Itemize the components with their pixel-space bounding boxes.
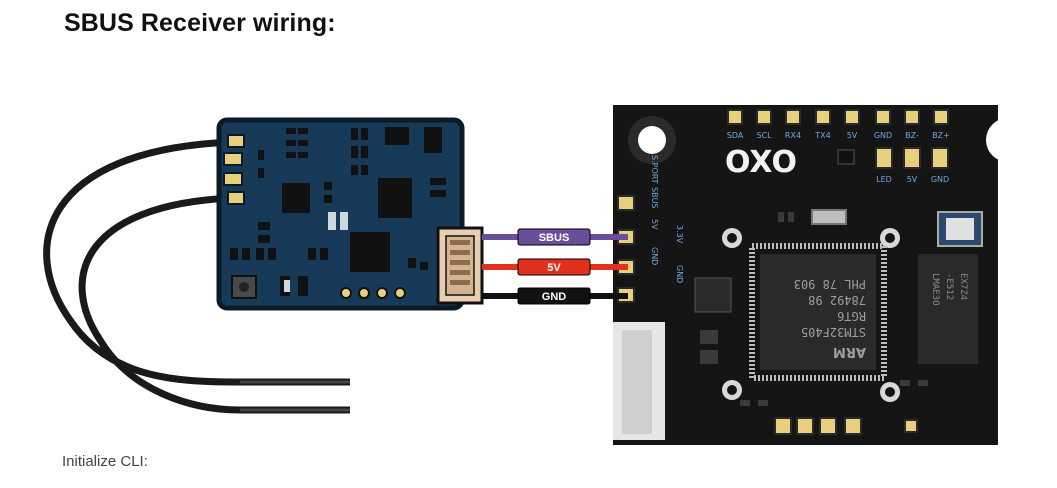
fc-led-label: GND [931,175,949,184]
receiver-button-cap [239,282,249,292]
fc-mount-hole [885,387,895,397]
wire-gnd: GND [482,287,628,305]
receiver-connector-inner [445,235,475,296]
receiver-chip [282,183,310,213]
receiver-test-pad [358,287,370,299]
fc-mcu [760,254,876,370]
fc-side-label: 3.3V [675,225,684,244]
wire-sbus-sleeve [517,228,591,246]
receiver-test-pad [394,287,406,299]
fc-mount-hole [638,126,666,154]
fc-mount-hole [986,118,1030,162]
wire-sbus: SBUS [482,228,628,246]
fc-mcu-text: ARM STM32F405 RGT6 78492 98 PHL 78 903 [794,277,866,359]
fc-mount-hole [727,385,737,395]
fc-side-label: GND [675,265,684,283]
receiver-regulator [350,232,390,272]
fc-top-pad-labels: SDA SCL RX4 TX4 5V GND BZ- BZ+ [727,131,950,140]
fc-logo: OXO [725,145,797,180]
fc-led-label: 5V [907,175,918,184]
flight-controller: SDA SCL RX4 TX4 5V GND BZ- BZ+ OXO LED 5… [613,105,1030,445]
wire-5v: 5V [482,258,628,276]
fc-secondary-chip-line: EX7Z4 [958,273,968,300]
receiver-test-pad [376,287,388,299]
wire-5v-label: 5V [547,262,561,274]
fc-pad-label: BZ- [905,131,919,140]
connector-pins [450,240,470,285]
receiver-test-pad [340,287,352,299]
antenna-pad [227,134,245,148]
fc-mcu-line: 78492 98 [808,293,866,307]
fc-led-pads [837,147,949,169]
wire-sbus-label: SBUS [539,232,570,244]
fc-mount-hole [885,233,895,243]
fc-pad-label: TX4 [814,131,830,140]
fc-side-connector-inner [622,330,652,434]
wire-gnd-sleeve [517,287,591,305]
page-heading: SBUS Receiver wiring: [64,9,336,37]
fc-side-pad-labels-2: 3.3V GND [675,225,684,283]
fc-pad-label: RX4 [785,131,801,140]
fc-pad-label: BZ+ [932,131,950,140]
fc-secondary-chip [918,254,978,364]
fc-side-pad-labels: SBUS S.PORT 5V GND [650,155,659,265]
receiver-chip [424,127,442,153]
fc-side-label: SBUS [650,187,659,209]
page-caption: Initialize CLI: [62,453,148,470]
fc-baro-inner [946,218,974,240]
antenna-pad [227,191,245,205]
fc-mcu-line: PHL 78 903 [794,277,866,291]
receiver-chip [385,127,409,145]
fc-mcu-pins [749,243,887,381]
fc-mcu-line: RGT6 [837,309,866,323]
receiver-smd-light [328,212,336,230]
fc-mcu-line: STM32F405 [801,325,866,339]
sbus-receiver [216,117,484,311]
fc-top-pads [727,109,949,125]
receiver-smd-parts [230,128,446,296]
fc-led-label: LED [876,175,892,184]
fc-pad-label: GND [874,131,892,140]
fc-bottom-pad [774,417,792,435]
fc-bottom-pad [904,419,918,433]
antenna-wire-2 [78,194,350,414]
antenna-wire-1 [43,138,350,386]
fc-pad-label: SCL [756,131,772,140]
antenna-pad [223,152,243,166]
fc-side-label: 5V [650,219,659,230]
fc-mcu-brand: ARM [833,344,866,359]
fc-bottom-pad [796,417,814,435]
fc-side-label: S.PORT [650,155,659,184]
fc-side-label: GND [650,247,659,265]
wire-gnd-label: GND [542,291,567,303]
receiver-chip [378,178,412,218]
fc-secondary-chip-line: LMAE3O [930,273,940,306]
wire-5v-sleeve [517,258,591,276]
receiver-smd-light [284,280,290,292]
antenna-pad [223,172,243,186]
fc-smd-parts [700,212,928,406]
fc-mount-hole [727,233,737,243]
fc-bottom-pad [819,417,837,435]
receiver-antennas [43,138,350,414]
fc-pad-label: 5V [847,131,858,140]
fc-pad-label: SDA [727,131,744,140]
fc-secondary-chip-text: EX7Z4 -E512 LMAE3O [930,273,968,306]
fc-crystal [811,209,847,225]
fc-secondary-chip-line: -E512 [944,273,954,300]
fc-small-chip [694,277,732,313]
receiver-smd-light [340,212,348,230]
fc-bottom-pad [844,417,862,435]
